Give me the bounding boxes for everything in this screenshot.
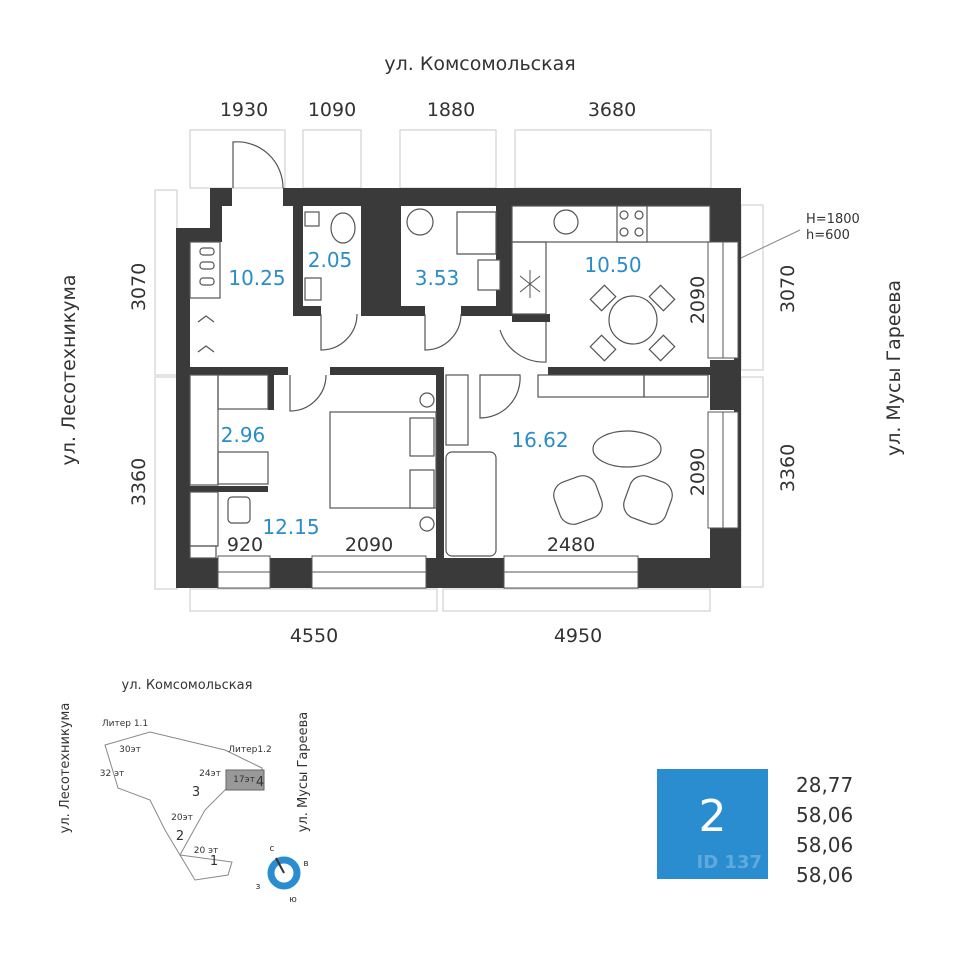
room-area-hall: 10.25 [228,266,285,290]
room-area-kitchen: 10.50 [584,253,641,277]
dim-right-1: 3070 [777,265,799,313]
site-floors-3: 24эт [199,769,221,779]
site-liter-2: Литер1.2 [228,745,271,755]
room-count: 2 [698,791,727,842]
street-label-right: ул. Мусы Гареева [883,280,905,456]
site-floors-5: 20эт [171,813,193,823]
room-count-badge: 2 ID 137 [657,769,768,879]
dim-window-2: 2090 [345,534,393,556]
site-floors-1: 30эт [119,745,141,755]
site-section-3: 3 [192,785,200,800]
dim-left-1: 3070 [128,263,150,311]
room-area-bedroom: 12.15 [262,515,319,539]
area-total-3: 58,06 [796,863,854,887]
dim-top-2: 1090 [308,99,356,121]
room-area-dressing: 2.96 [221,423,266,447]
area-living: 28,77 [796,773,854,797]
dim-top-1: 1930 [220,99,268,121]
dim-left-2: 3360 [128,458,150,506]
site-floors-2: 32 эт [100,769,125,779]
area-total-2: 58,06 [796,833,854,857]
dim-right-2: 3360 [777,444,799,492]
dim-bottom-2: 4950 [554,625,602,647]
dim-window-1: 920 [227,534,263,556]
site-section-4: 4 [256,775,264,790]
site-street-right: ул. Мусы Гареева [296,712,311,833]
dim-window-5: 2090 [687,448,709,496]
site-floors-4: 17эт [233,775,255,785]
compass-s: ю [289,895,297,905]
room-area-living: 16.62 [511,428,568,452]
dim-bottom-1: 4550 [290,625,338,647]
compass-w: з [256,882,261,892]
site-plan: ул. Комсомольская ул. Лесотехникума ул. … [58,678,311,905]
doors [232,141,547,419]
windows [217,241,739,589]
street-label-left: ул. Лесотехникума [58,275,80,466]
dim-window-4: 2090 [687,276,709,324]
room-area-wc: 2.05 [308,248,353,272]
badge-watermark: ID 137 [696,852,762,873]
site-section-1: 1 [210,854,218,869]
site-liter-1: Литер 1.1 [102,719,148,729]
walls [176,188,741,588]
dim-top-4: 3680 [588,99,636,121]
dim-window-3: 2480 [547,534,595,556]
street-label-top: ул. Комсомольская [384,53,575,75]
area-summary: 28,77 58,06 58,06 58,06 [796,770,853,890]
sill-height-label: h=600 [806,228,850,243]
dim-top-3: 1880 [427,99,475,121]
site-floors-6: 20 эт [194,846,219,856]
window-height-label: H=1800 [806,212,860,227]
compass-n: с [270,844,275,854]
site-section-2: 2 [176,829,184,844]
site-street-left: ул. Лесотехникума [58,703,73,834]
area-total-1: 58,06 [796,803,854,827]
compass-e: в [303,859,308,869]
site-street-top: ул. Комсомольская [122,678,253,693]
furniture [189,205,711,559]
room-area-bath: 3.53 [415,266,460,290]
